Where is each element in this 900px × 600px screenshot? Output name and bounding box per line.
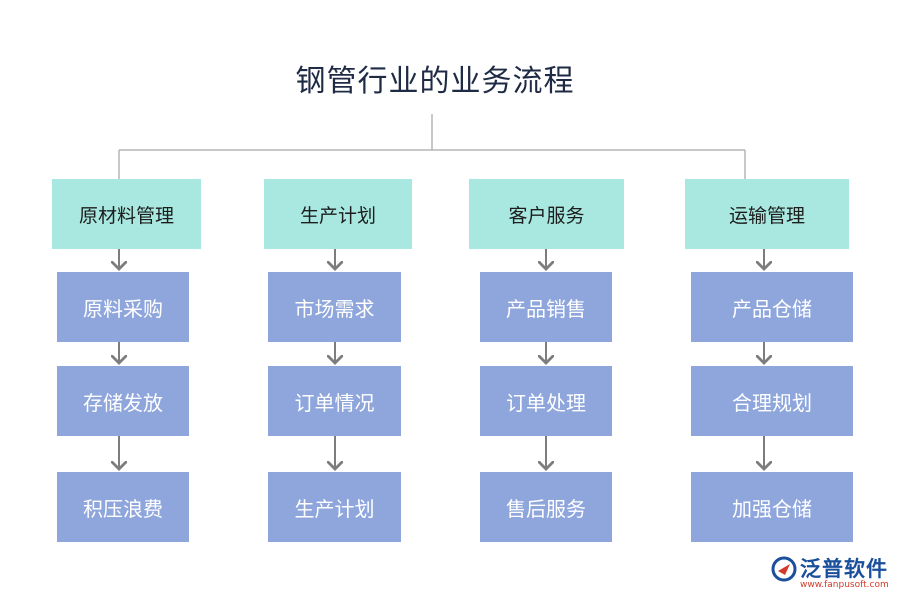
step-box: 积压浪费 — [57, 472, 189, 542]
step-box: 存储发放 — [57, 366, 189, 436]
step-box: 加强仓储 — [691, 472, 853, 542]
step-box: 订单处理 — [480, 366, 612, 436]
column-head-raw-materials: 原材料管理 — [52, 179, 201, 249]
step-box: 生产计划 — [268, 472, 401, 542]
diagram-title: 钢管行业的业务流程 — [295, 64, 575, 99]
step-box: 订单情况 — [268, 366, 401, 436]
step-box: 市场需求 — [268, 272, 401, 342]
column-head-customer-service: 客户服务 — [469, 179, 624, 249]
step-box: 产品销售 — [480, 272, 612, 342]
logo-url: www.fanpusoft.com — [800, 580, 889, 590]
step-box: 原料采购 — [57, 272, 189, 342]
step-box: 售后服务 — [480, 472, 612, 542]
column-head-transport: 运输管理 — [685, 179, 849, 249]
column-head-production-plan: 生产计划 — [264, 179, 412, 249]
step-box: 合理规划 — [691, 366, 853, 436]
logo-name: 泛普软件 — [800, 557, 888, 581]
logo-mark-icon — [771, 556, 797, 582]
brand-logo: 泛普软件 www.fanpusoft.com — [770, 553, 895, 593]
step-box: 产品仓储 — [691, 272, 853, 342]
